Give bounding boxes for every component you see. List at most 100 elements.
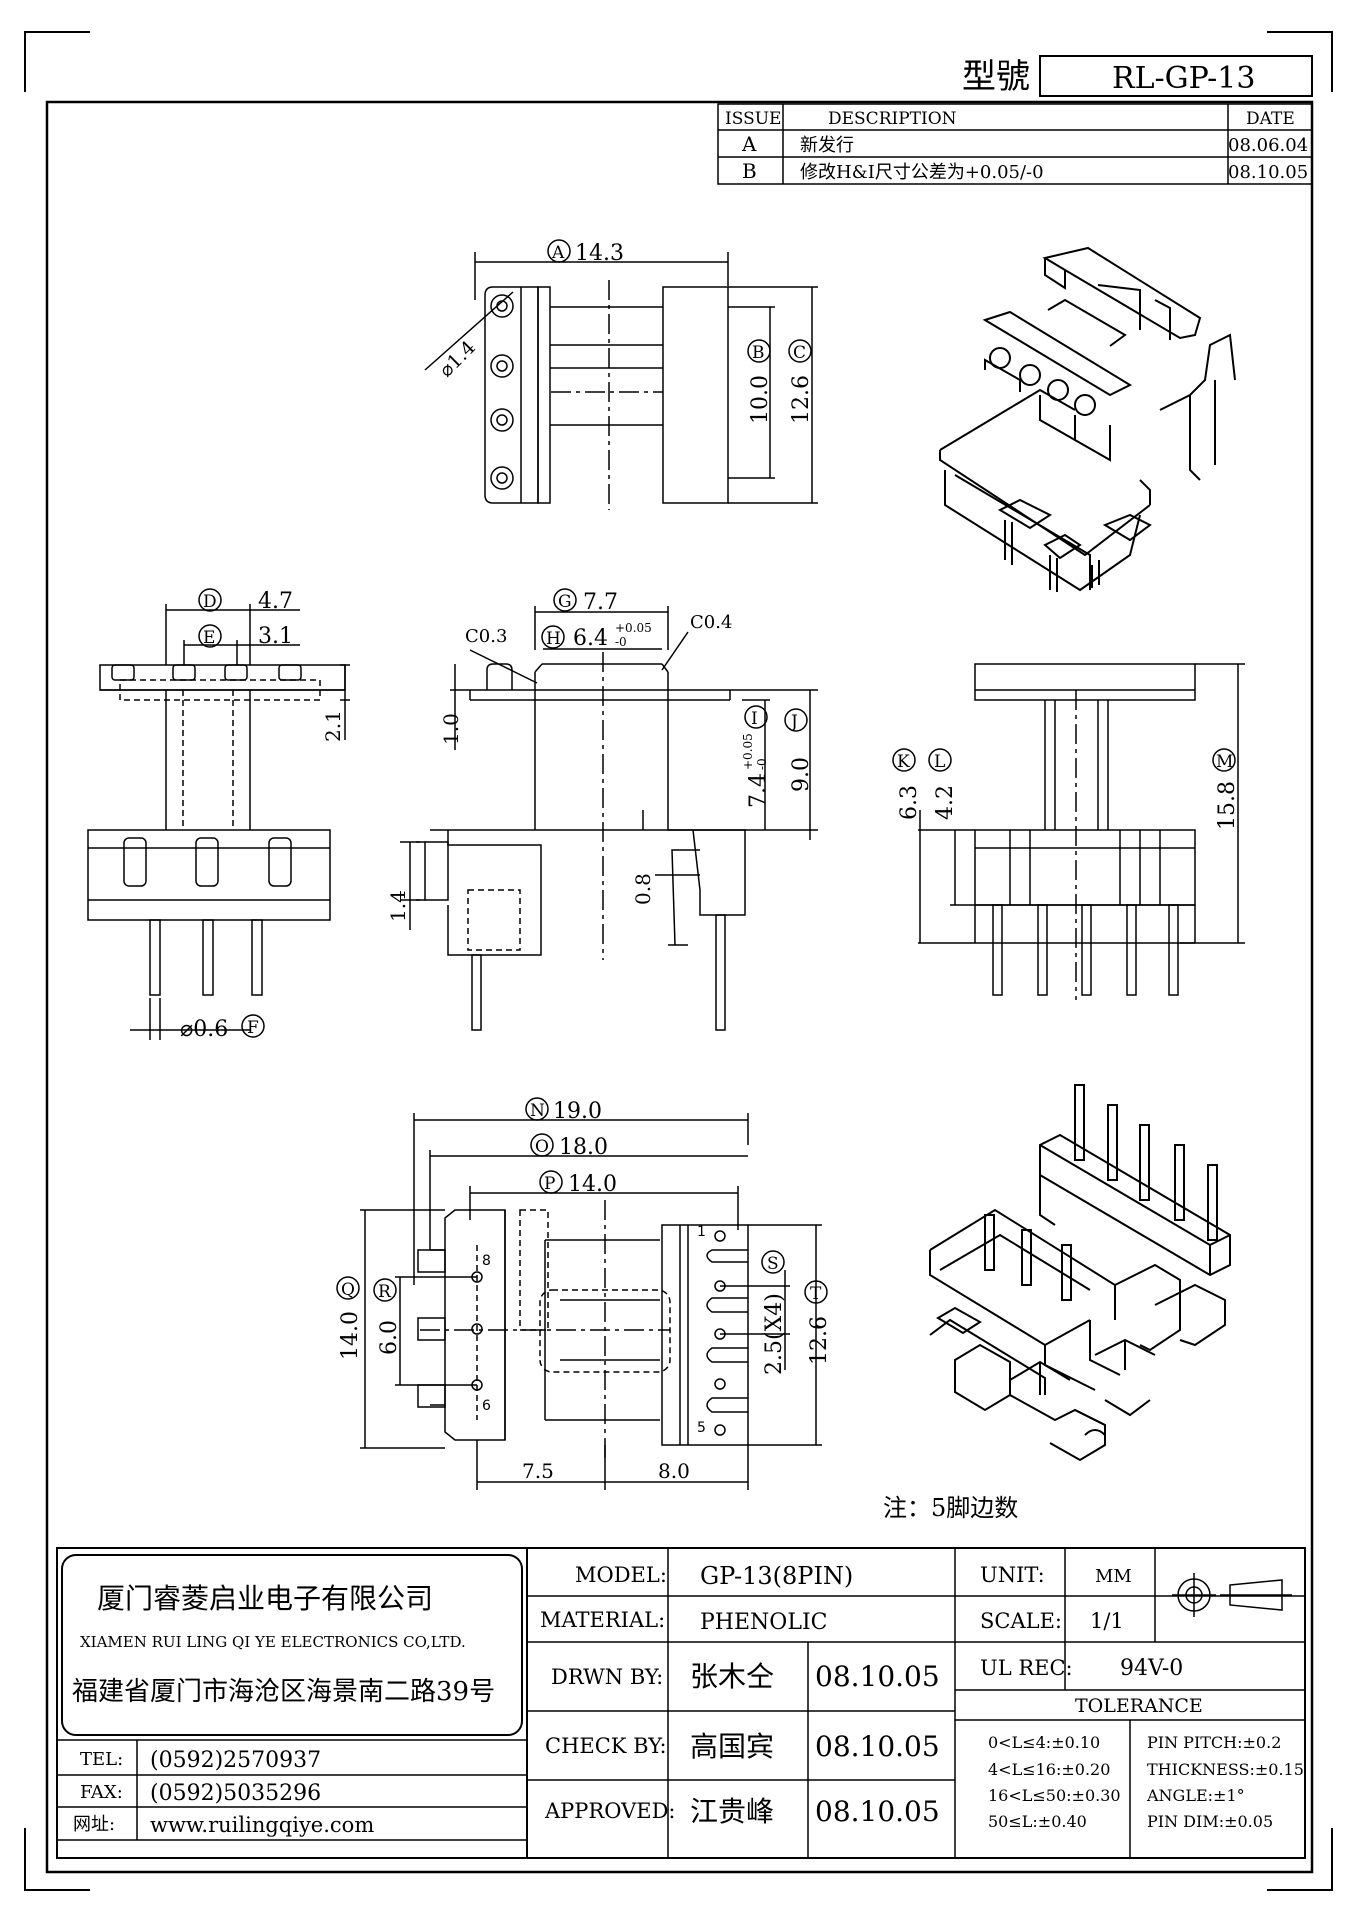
rev-header-date: DATE: [1246, 109, 1295, 129]
dim-h-letter: H: [546, 629, 561, 649]
dim-n-value: 19.0: [553, 1099, 602, 1124]
pin-label-6: 6: [482, 1398, 491, 1414]
dim-t-letter: T: [810, 1284, 822, 1304]
unit-field-value: MM: [1095, 1566, 1132, 1587]
rev-row-a-description: 新发行: [800, 135, 854, 156]
dim-h-value: 6.4: [573, 626, 608, 651]
check-by-value: 高国宾: [690, 1730, 774, 1763]
dim-f-letter: F: [247, 1018, 259, 1038]
tolerance-right-3: PIN DIM:±0.05: [1147, 1812, 1273, 1831]
isometric-view-bottom: [929, 1084, 1231, 1462]
dim-i-value: 7.4: [746, 773, 771, 808]
web-label: 网址:: [73, 1814, 115, 1835]
projection-symbol: [1172, 1573, 1292, 1617]
drawn-date-value: 08.10.05: [815, 1660, 940, 1693]
dim-o-value: 18.0: [559, 1135, 608, 1160]
check-field-label: CHECK BY:: [545, 1734, 667, 1758]
rev-row-b-issue: B: [742, 159, 757, 183]
dim-c-letter: C: [793, 343, 806, 363]
tel-value: (0592)2570937: [150, 1748, 321, 1773]
web-value: www.ruilingqiye.com: [150, 1813, 374, 1837]
material-field-label: MATERIAL:: [540, 1608, 665, 1632]
check-date-value: 08.10.05: [815, 1730, 940, 1763]
model-number: RL-GP-13: [1112, 61, 1255, 96]
top-view: A 14.3 ⌀1.4 B 10.0 C 12.6: [424, 239, 818, 510]
rev-row-b-date: 08.10.05: [1228, 162, 1308, 183]
dim-q-letter: Q: [341, 1280, 355, 1300]
tolerance-left-0: 0<L≤4:±0.10: [988, 1733, 1100, 1752]
dim-g-value: 7.7: [583, 590, 618, 615]
dim-l-letter: L: [934, 752, 945, 772]
dim-t-value: 12.6: [807, 1316, 832, 1365]
dim-j-letter: J: [789, 712, 798, 732]
dim-d-value: 4.7: [258, 589, 293, 614]
dim-c-value: 12.6: [789, 375, 814, 424]
sheet-frame: [45, 100, 1314, 1874]
unit-field-label: UNIT:: [980, 1563, 1045, 1587]
side-view-center: G 7.7 H 6.4 +0.05 -0 C0.3 C0.4 1.0: [386, 588, 818, 1031]
scale-field-label: SCALE:: [980, 1609, 1062, 1633]
dim-q-value: 14.0: [338, 1311, 363, 1360]
model-label: 型號: [962, 57, 1030, 97]
tolerance-left-2: 16<L≤50:±0.30: [988, 1786, 1121, 1805]
drawn-by-value: 张木仝: [690, 1660, 774, 1693]
dim-h-tol-low: -0: [615, 635, 627, 649]
dim-r-letter: R: [378, 1282, 392, 1302]
dim-dia-1-4: ⌀1.4: [435, 337, 480, 382]
dim-a-value: 14.3: [575, 241, 624, 266]
corner-marks: [24, 31, 1333, 1891]
pin-label-5: 5: [697, 1420, 706, 1436]
note-text: 注：5脚边数: [883, 1494, 1018, 1522]
tolerance-left-1: 4<L≤16:±0.20: [988, 1760, 1110, 1779]
side-view-right: K 6.3 L 4.2 M 15.8: [892, 663, 1245, 1000]
dim-i-tol-low: -0: [755, 758, 769, 770]
dim-s-value: 2.5(X4): [762, 1293, 787, 1375]
dim-m-value: 15.8: [1215, 781, 1240, 830]
dim-7-5: 7.5: [522, 1459, 554, 1483]
dim-c03: C0.3: [465, 626, 507, 647]
company-address: 福建省厦门市海沧区海景南二路39号: [72, 1677, 495, 1707]
dim-p-value: 14.0: [568, 1172, 617, 1197]
ul-field-value: 94V-0: [1120, 1656, 1183, 1681]
scale-field-value: 1/1: [1090, 1609, 1124, 1633]
dim-g-letter: G: [558, 592, 572, 612]
isometric-view-top: [939, 246, 1236, 592]
dim-e-value: 3.1: [258, 624, 293, 649]
dim-e-letter: E: [203, 628, 215, 648]
tolerance-right-1: THICKNESS:±0.15: [1147, 1760, 1304, 1779]
dim-s-letter: S: [767, 1254, 779, 1274]
dim-k-letter: K: [897, 752, 910, 772]
approved-by-value: 江贵峰: [690, 1795, 774, 1828]
company-name-cn: 厦门睿菱启业电子有限公司: [97, 1582, 433, 1615]
dim-i-tol-up: +0.05: [741, 733, 755, 770]
rev-header-description: DESCRIPTION: [828, 109, 957, 129]
title-block: 厦门睿菱启业电子有限公司 XIAMEN RUI LING QI YE ELECT…: [56, 1547, 1306, 1859]
company-name-en: XIAMEN RUI LING QI YE ELECTRONICS CO,LTD…: [80, 1633, 466, 1651]
front-view-left: D 4.7 E 3.1 2.1: [87, 588, 350, 1042]
tolerance-right-2: ANGLE:±1°: [1146, 1786, 1245, 1805]
fax-value: (0592)5035296: [150, 1781, 321, 1806]
dim-c04: C0.4: [690, 612, 732, 633]
revision-table: ISSUE DESCRIPTION DATE A 新发行 08.06.04 B …: [717, 103, 1313, 185]
model-header: 型號 RL-GP-13: [962, 55, 1313, 97]
tolerance-left-3: 50≤L:±0.40: [988, 1812, 1087, 1831]
dim-l-value: 4.2: [933, 785, 958, 820]
bottom-view: N 19.0 O 18.0 P 14.0 8 6: [336, 1097, 832, 1490]
dim-b-value: 10.0: [748, 375, 773, 424]
approved-date-value: 08.10.05: [815, 1795, 940, 1828]
rev-row-a-issue: A: [741, 132, 757, 156]
rev-row-b-description: 修改H&I尺寸公差为+0.05/-0: [800, 162, 1044, 183]
dim-f-value: ⌀0.6: [180, 1017, 228, 1042]
dim-n-letter: N: [530, 1101, 545, 1121]
approved-field-label: APPROVED:: [544, 1799, 676, 1823]
dim-p-letter: P: [544, 1174, 555, 1194]
dim-8-0: 8.0: [658, 1459, 690, 1483]
ul-field-label: UL REC:: [980, 1656, 1073, 1680]
dim-2-1: 2.1: [321, 710, 345, 742]
pin-label-1: 1: [697, 1224, 706, 1240]
dim-0-8: 0.8: [631, 873, 655, 905]
model-field-label: MODEL:: [575, 1563, 667, 1587]
dim-j-value: 9.0: [789, 757, 814, 792]
tolerance-right-0: PIN PITCH:±0.2: [1147, 1733, 1281, 1752]
dim-h-tol-up: +0.05: [615, 621, 652, 635]
